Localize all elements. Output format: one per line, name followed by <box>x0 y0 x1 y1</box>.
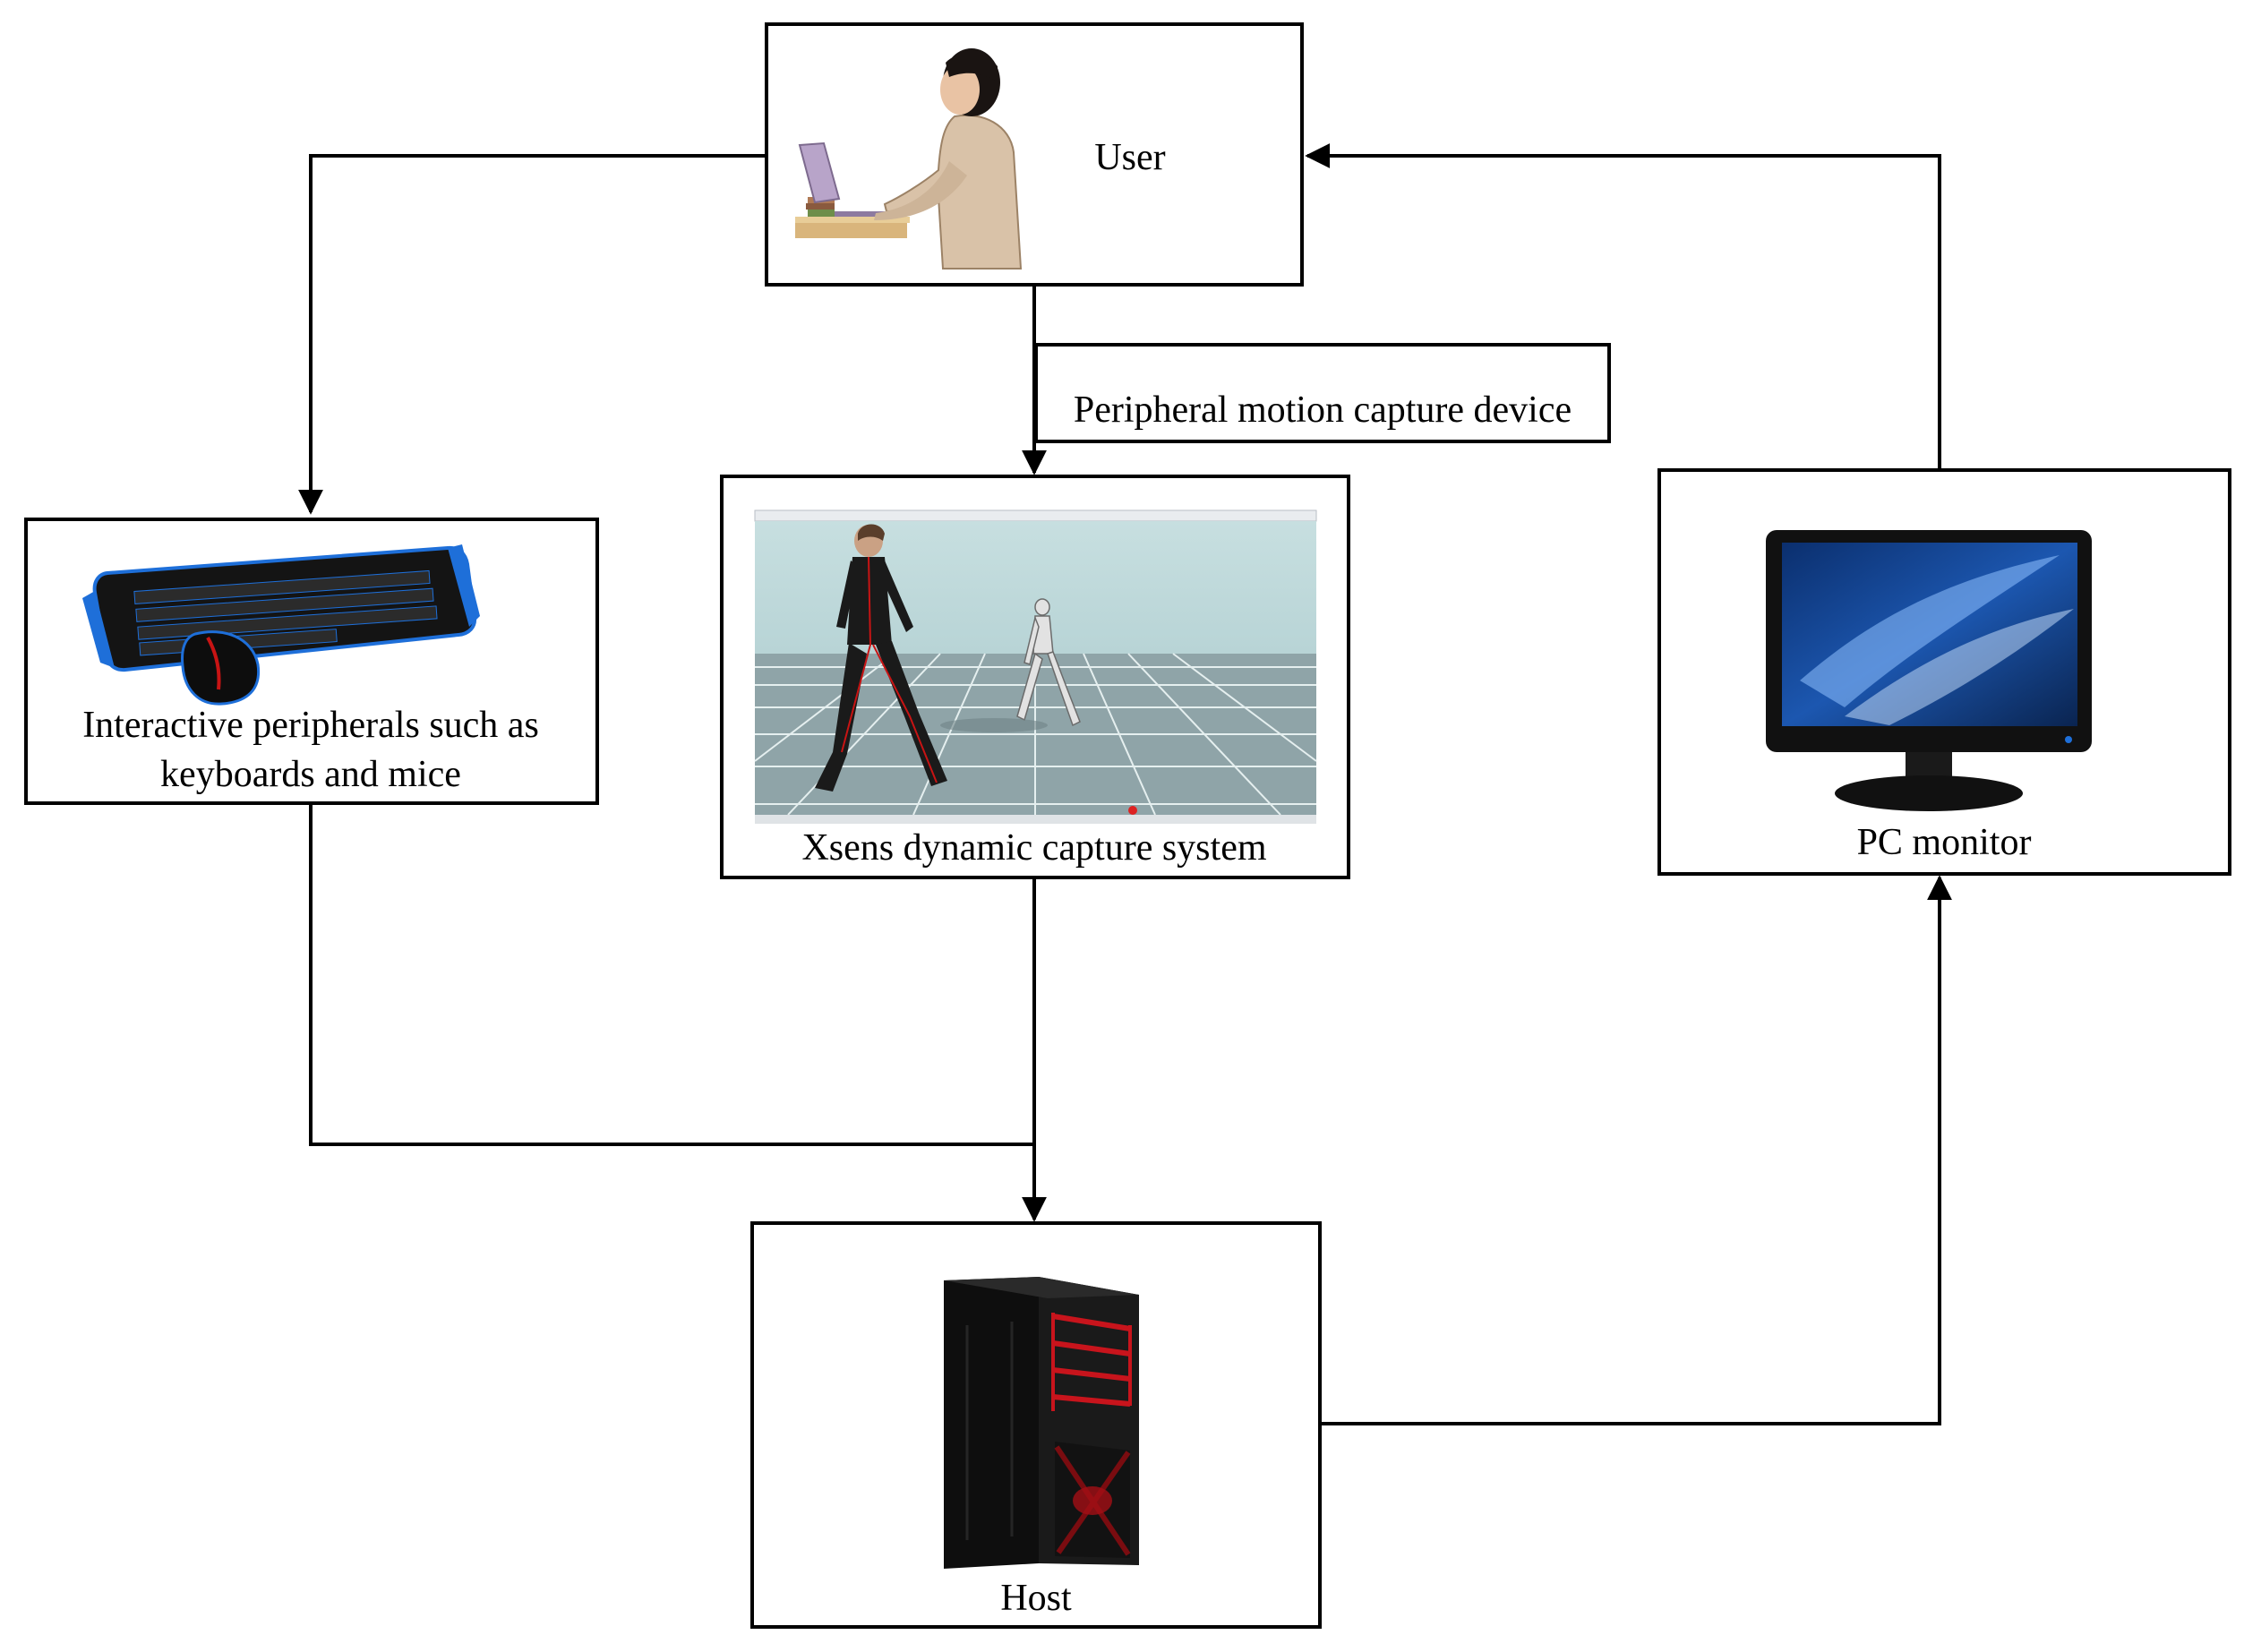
monitor-label: PC monitor <box>1857 822 2032 863</box>
node-interactive-peripherals: Interactive peripherals such as keyboard… <box>24 518 599 805</box>
person-at-laptop-icon <box>795 48 1023 270</box>
peripherals-label-line1: Interactive peripherals such as <box>82 705 539 746</box>
connectors <box>298 143 1952 1425</box>
node-peripheral-motion-capture: Peripheral motion capture device <box>1034 343 1611 443</box>
node-xsens: Xsens dynamic capture system <box>720 475 1350 879</box>
node-pc-monitor: PC monitor <box>1657 468 2231 876</box>
keyboard-mouse-icon <box>82 544 480 706</box>
monitor-icon <box>1766 530 2092 811</box>
xsens-label: Xsens dynamic capture system <box>801 827 1266 869</box>
peripherals-label-line2: keyboards and mice <box>160 754 461 795</box>
user-box <box>765 22 1304 287</box>
motion-capture-screen-icon <box>754 509 1317 824</box>
user-label: User <box>1094 137 1165 178</box>
edge-monitor-to-user <box>1305 143 1941 470</box>
peripheral-motion-label: Peripheral motion capture device <box>1074 389 1572 431</box>
edge-user-to-peripherals <box>298 154 767 515</box>
pc-tower-icon <box>944 1277 1139 1569</box>
edge-host-to-monitor <box>1318 875 1952 1425</box>
peripheral-motion-box <box>1034 343 1611 443</box>
node-host: Host <box>750 1221 1322 1629</box>
edge-peripherals-to-merge <box>309 803 1034 1146</box>
host-label: Host <box>1000 1578 1072 1619</box>
node-user: User <box>765 22 1304 287</box>
